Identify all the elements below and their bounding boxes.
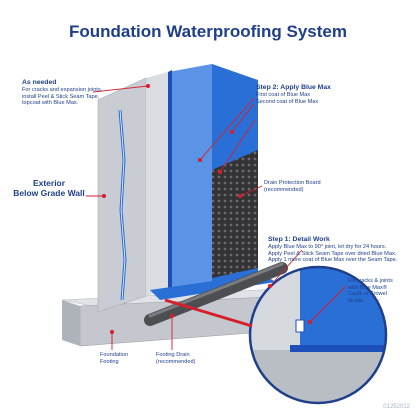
label-exterior-line: Exterior	[8, 178, 90, 188]
label-step1: Step 1: Detail Work Apply Blue Max to 90…	[268, 236, 397, 264]
label-step1-line: Apply 1 more coat of Blue Max over the S…	[268, 257, 397, 264]
label-footing-drain-line: Footing Drain	[156, 352, 195, 359]
label-step2-line: First coat of Blue Max	[256, 92, 331, 99]
label-as-needed-line: install Peel & Stick Seam Tape,	[22, 94, 102, 101]
label-footing-drain-line: (recommended)	[156, 359, 195, 366]
document-code: 01252022	[383, 404, 410, 410]
label-exterior-line: Below Grade Wall	[8, 188, 90, 198]
label-drain-board: Drain Protection Board (recommended)	[264, 180, 321, 193]
label-drain-board-line: (recommended)	[264, 187, 321, 194]
label-fill-cracks-line: Fill cracks & joints	[348, 278, 393, 285]
label-step1-line: Apply Blue Max to 90° joint, let dry for…	[268, 244, 397, 251]
label-step2-line: Second coat of Blue Max	[256, 99, 331, 106]
label-drain-board-line: Drain Protection Board	[264, 180, 321, 187]
label-footing-line: Footing	[100, 359, 128, 366]
first-coat-blue-max	[168, 64, 212, 290]
wall-front-concrete	[146, 72, 168, 296]
label-step1-line: Apply Peel & Stick Seam Tape over dried …	[268, 251, 397, 258]
label-fill-cracks-line: Grade	[348, 298, 393, 305]
blue-max-edge	[168, 70, 172, 290]
label-fill-cracks-line: Caulk or Trowel	[348, 291, 393, 298]
label-as-needed: As needed For cracks and expansion joint…	[22, 79, 102, 107]
label-exterior-wall: Exterior Below Grade Wall	[8, 178, 90, 198]
label-footing-line: Foundation	[100, 352, 128, 359]
label-footing-drain: Footing Drain (recommended)	[156, 352, 195, 365]
label-as-needed-heading: As needed	[22, 79, 102, 87]
label-as-needed-line: For cracks and expansion joints,	[22, 87, 102, 94]
label-step2-heading: Step 2: Apply Blue Max	[256, 84, 331, 92]
label-step2: Step 2: Apply Blue Max First coat of Blu…	[256, 84, 331, 105]
label-step1-heading: Step 1: Detail Work	[268, 236, 397, 244]
label-as-needed-line: topcoat with Blue Max.	[22, 100, 102, 107]
label-fill-cracks: Fill cracks & joints with Blue Max® Caul…	[348, 278, 393, 304]
label-foundation-footing: Foundation Footing	[100, 352, 128, 365]
label-fill-cracks-line: with Blue Max®	[348, 285, 393, 292]
foundation-footing-side	[62, 300, 80, 346]
drain-protection-board	[212, 150, 258, 278]
